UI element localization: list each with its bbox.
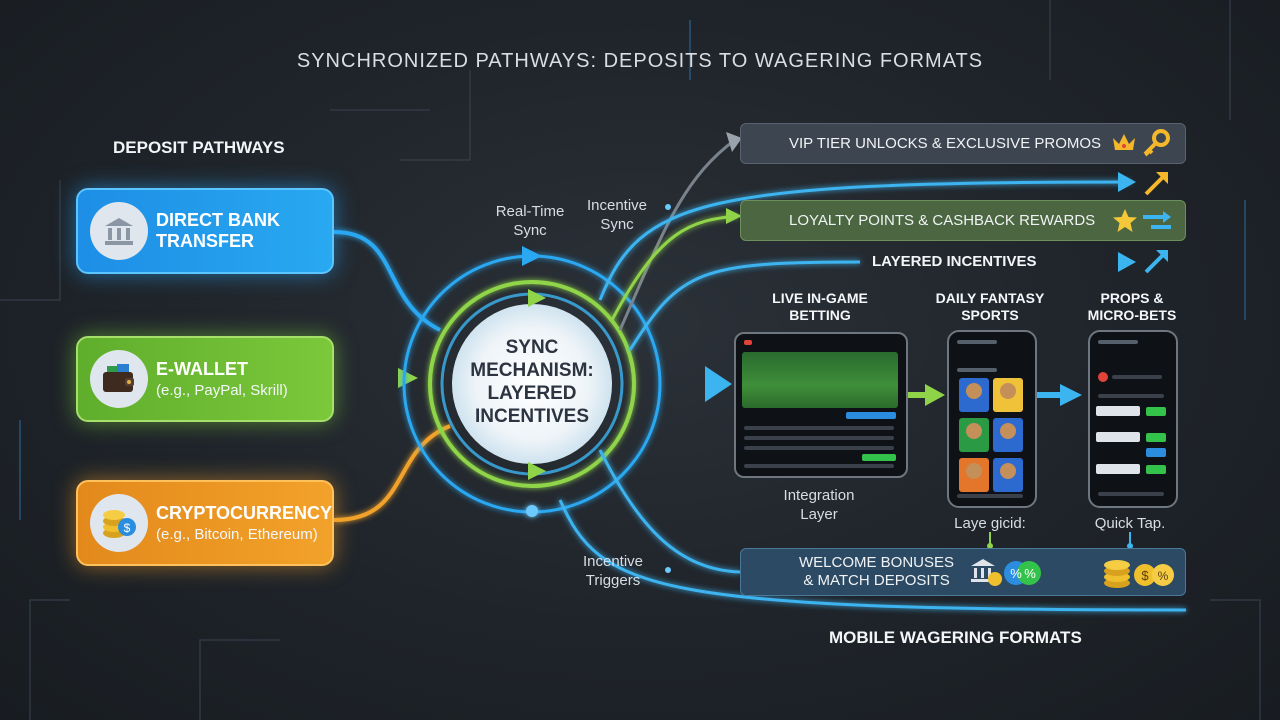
live-betting-title: LIVE IN-GAME BETTING — [756, 290, 884, 324]
props-line1: PROPS & — [1100, 290, 1164, 306]
welcome-line1: WELCOME BONUSES — [799, 554, 955, 571]
props-micro-bets-title: PROPS & MICRO-BETS — [1068, 290, 1196, 324]
daily-fantasy-phone[interactable] — [947, 330, 1037, 508]
hub-core — [452, 304, 612, 464]
sync-mechanism-hub: SYNC MECHANISM: LAYERED INCENTIVES — [452, 336, 612, 428]
svg-text:$: $ — [1141, 568, 1149, 583]
crown-icon — [1111, 130, 1137, 158]
svg-text:%: % — [1158, 569, 1169, 583]
coin-stack-icon: $% — [1101, 557, 1175, 593]
arrow-up-right-icon — [1144, 172, 1168, 196]
bank-label-line1: DIRECT BANK — [156, 210, 280, 230]
deposit-e-wallet[interactable]: E-WALLET (e.g., PayPal, Skrill) — [76, 336, 334, 422]
arrow-up-right-icon-2 — [1144, 250, 1168, 274]
live-betting-line1: LIVE IN-GAME — [772, 290, 868, 306]
place-bet-button[interactable] — [862, 454, 896, 461]
hub-line2: MECHANISM: — [470, 360, 594, 381]
daily-fantasy-title: DAILY FANTASY SPORTS — [926, 290, 1054, 324]
svg-text:%: % — [1024, 566, 1036, 581]
props-micro-bets-phone[interactable] — [1088, 330, 1178, 508]
vip-tier-text: VIP TIER UNLOCKS & EXCLUSIVE PROMOS — [789, 135, 1102, 152]
layered-incentives-label: LAYERED INCENTIVES — [872, 253, 1037, 270]
crypto-connector — [333, 424, 451, 522]
deposit-bank-transfer[interactable]: DIRECT BANK TRANSFER — [76, 188, 334, 274]
daily-fantasy-line1: DAILY FANTASY — [935, 290, 1045, 306]
vip-tier-bar[interactable]: VIP TIER UNLOCKS & EXCLUSIVE PROMOS — [740, 123, 1186, 164]
hub-line3: LAYERED — [487, 383, 577, 404]
deposit-cryptocurrency[interactable]: $ CRYPTOCURRENCY (e.g., Bitcoin, Ethereu… — [76, 480, 334, 566]
realtime-sync-line2: Sync — [513, 222, 547, 239]
deposit-pathways-title: DEPOSIT PATHWAYS — [113, 138, 285, 157]
incentive-triggers-line1: Incentive — [582, 553, 644, 570]
props-line2: MICRO-BETS — [1087, 307, 1177, 323]
crypto-sub: (e.g., Bitcoin, Ethereum) — [156, 526, 318, 543]
welcome-bonus-text: WELCOME BONUSES & MATCH DEPOSITS — [799, 554, 954, 590]
realtime-sync-label: Real-Time Sync — [484, 202, 576, 240]
welcome-bonus-bar[interactable]: WELCOME BONUSES & MATCH DEPOSITS %% $% — [740, 548, 1186, 596]
hub-line4: INCENTIVES — [474, 406, 590, 427]
laye-gicid-label: Laye gicid: — [954, 515, 1026, 532]
incentive-sync-line1: Incentive — [586, 197, 648, 214]
wallet-label: E-WALLET — [156, 359, 248, 379]
match-video — [742, 352, 898, 408]
transfer-arrows-icon — [1141, 209, 1173, 237]
app-logo-icon — [744, 340, 752, 345]
incentive-triggers-line2: Triggers — [585, 572, 641, 589]
bank-label-line2: TRANSFER — [156, 231, 254, 251]
coins-icon: $ — [90, 494, 148, 552]
loyalty-points-bar[interactable]: LOYALTY POINTS & CASHBACK REWARDS — [740, 200, 1186, 241]
live-betting-tablet[interactable] — [734, 332, 908, 478]
percent-badge-icon: %% — [1003, 559, 1043, 591]
daily-fantasy-line2: SPORTS — [961, 307, 1019, 323]
svg-text:%: % — [1010, 566, 1022, 581]
svg-text:$: $ — [124, 521, 131, 535]
incentive-triggers-label: Incentive Triggers — [570, 552, 656, 590]
key-icon — [1141, 128, 1171, 162]
realtime-sync-line1: Real-Time — [495, 203, 565, 220]
live-betting-line2: BETTING — [789, 307, 851, 323]
integration-layer-label: Integration Layer — [764, 486, 874, 524]
page-title: SYNCHRONIZED PATHWAYS: DEPOSITS TO WAGER… — [296, 50, 984, 72]
integration-layer-line1: Integration — [783, 487, 855, 504]
crypto-label: CRYPTOCURRENCY — [156, 503, 333, 523]
incentive-sync-line2: Sync — [600, 216, 634, 233]
quick-tap-label: Quick Tap. — [1094, 515, 1166, 532]
bank-icon — [90, 202, 148, 260]
mobile-formats-title: MOBILE WAGERING FORMATS — [829, 628, 1082, 647]
welcome-line2: & MATCH DEPOSITS — [803, 572, 950, 589]
integration-layer-line2: Layer — [800, 506, 838, 523]
incentive-sync-label: Incentive Sync — [574, 196, 660, 234]
wallet-icon — [90, 350, 148, 408]
hub-line1: SYNC — [505, 337, 559, 358]
live-bet-button[interactable] — [846, 412, 896, 419]
loyalty-points-text: LOYALTY POINTS & CASHBACK REWARDS — [789, 212, 1096, 229]
bank-coin-icon — [969, 557, 1003, 591]
wallet-sub: (e.g., PayPal, Skrill) — [156, 382, 288, 399]
star-icon — [1111, 207, 1139, 239]
